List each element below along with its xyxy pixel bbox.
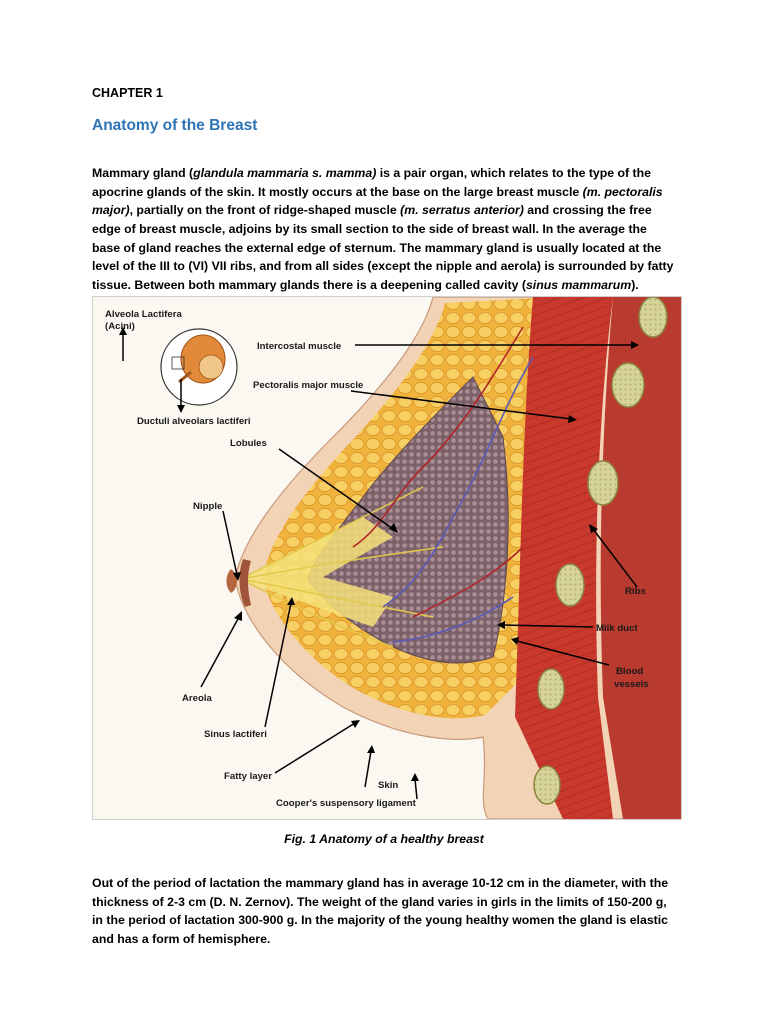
label-alveola-lactifera: Alveola Lactifera — [105, 309, 182, 320]
label-areola: Areola — [182, 693, 213, 704]
label-vessels: vessels — [614, 679, 649, 690]
section-title: Anatomy of the Breast — [92, 117, 258, 134]
areola-drawing — [239, 559, 251, 607]
label-lobules: Lobules — [230, 438, 267, 449]
blood-vessels-drawing — [352, 326, 534, 643]
intercostal-muscle — [600, 297, 681, 819]
label-sinus-lactiferi: Sinus lactiferi — [204, 729, 267, 740]
label-intercostal-muscle: Intercostal muscle — [257, 341, 341, 352]
anatomy-illustration: Alveola Lactifera (Acini) Ductuli alveol… — [93, 297, 681, 819]
label-ribs: Ribs — [625, 586, 646, 597]
chapter-heading: CHAPTER 1 — [92, 86, 163, 100]
ribs-drawing — [533, 297, 668, 805]
label-coopers-ligament: Cooper's suspensory ligament — [276, 798, 417, 809]
label-milk-duct: Milk duct — [596, 623, 638, 634]
label-fatty-layer: Fatty layer — [224, 771, 272, 782]
text-run: is a pair organ, which relates to the ty… — [92, 166, 651, 199]
label-acini: (Acini) — [105, 321, 135, 332]
text-run: , partially on the front of ridge-shaped… — [129, 203, 401, 218]
label-skin: Skin — [378, 780, 398, 791]
latin-term: sinus mammarum — [525, 277, 632, 292]
label-pectoralis-major: Pectoralis major muscle — [253, 380, 363, 391]
arrow-heads — [119, 327, 639, 781]
text-run: ). — [631, 277, 639, 292]
lactiferous-duct-fan — [238, 517, 393, 627]
lactation-paragraph: Out of the period of lactation the mamma… — [92, 876, 669, 947]
label-blood: Blood — [616, 666, 643, 677]
latin-term: (m. serratus anterior) — [400, 203, 524, 218]
label-ductuli: Ductuli alveolars lactiferi — [137, 416, 251, 427]
milk-ducts — [240, 486, 444, 648]
intro-paragraph: Mammary gland (glandula mammaria s. mamm… — [92, 164, 678, 294]
text-run: Mammary gland ( — [92, 166, 194, 181]
text-run: and crossing the free edge of breast mus… — [92, 203, 674, 292]
latin-term: glandula mammaria s. mamma) — [193, 166, 377, 181]
label-nipple: Nipple — [193, 501, 222, 512]
label-arrows — [122, 333, 638, 800]
figure-caption: Fig. 1 Anatomy of a healthy breast — [284, 832, 484, 846]
latin-term: (m. pectoralis major) — [92, 184, 663, 218]
breast-anatomy-figure: Alveola Lactifera (Acini) Ductuli alveol… — [92, 296, 682, 820]
